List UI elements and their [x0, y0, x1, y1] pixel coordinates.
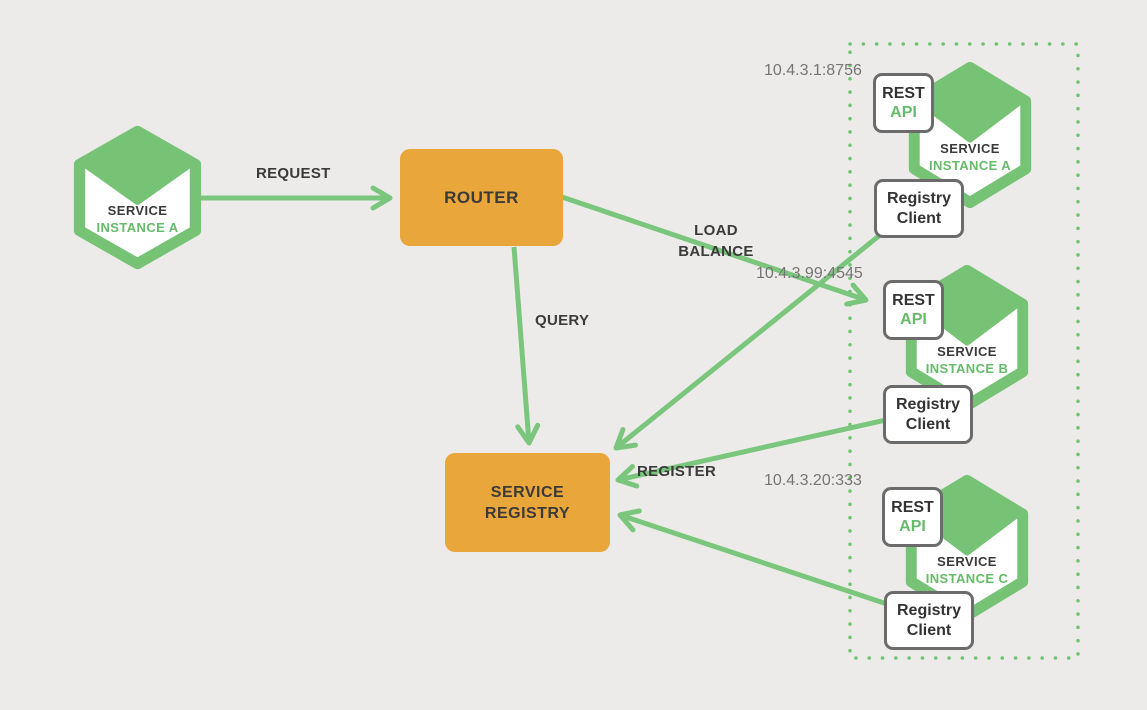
instance-c-registry-client-box: Registry Client [884, 591, 974, 650]
instance-name-label: INSTANCE A [96, 219, 179, 235]
instance-b-rest-api-box: REST API [883, 280, 944, 340]
service-registry-node: SERVICE REGISTRY [445, 453, 610, 552]
router-node: ROUTER [400, 149, 563, 246]
instance-b-hex-label: SERVICE INSTANCE B [925, 343, 1009, 376]
query-edge-label: QUERY [535, 312, 590, 329]
instance-b-ip-label: 10.4.3.99:4545 [756, 265, 863, 282]
instance-a-rest-api-box: REST API [873, 73, 934, 133]
load-balance-edge-label: LOAD BALANCE [678, 222, 754, 260]
client-service-instance-node: SERVICE INSTANCE A [72, 124, 203, 271]
service-registry-label: SERVICE REGISTRY [484, 483, 571, 522]
instances-group-dotted-border [848, 42, 1080, 660]
register-edge-label: REGISTER [637, 463, 717, 480]
register-arrow-instance-c [617, 508, 927, 620]
load-balance-arrow [561, 194, 869, 307]
query-arrow [511, 246, 541, 446]
router-label: ROUTER [444, 187, 519, 207]
service-hexagon-icon [73, 125, 202, 270]
instance-b-registry-client-box: Registry Client [883, 385, 973, 444]
instance-c-hex-label: SERVICE INSTANCE C [925, 553, 1009, 586]
request-edge-label: REQUEST [256, 165, 331, 182]
instance-a-hex-label: SERVICE INSTANCE A [929, 140, 1011, 173]
instance-c-rest-api-box: REST API [882, 487, 943, 547]
instance-a-ip-label: 10.4.3.1:8756 [764, 62, 862, 79]
service-label: SERVICE [107, 202, 168, 218]
instance-c-ip-label: 10.4.3.20:333 [764, 472, 862, 489]
instance-a-registry-client-box: Registry Client [874, 179, 964, 238]
register-arrow-instance-a [613, 204, 918, 451]
client-instance-label: SERVICE INSTANCE A [72, 202, 203, 236]
register-arrow-instance-b [615, 408, 927, 489]
